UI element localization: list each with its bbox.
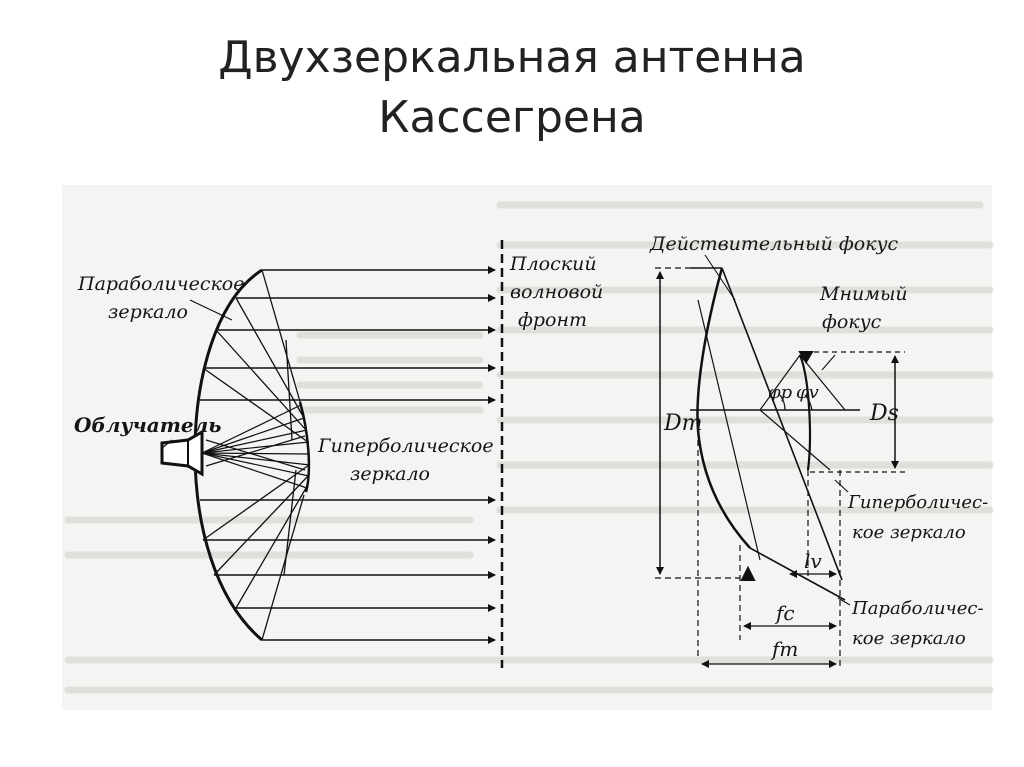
parabolic-label-1: Параболичес-: [851, 598, 984, 619]
feed-rays: [201, 404, 311, 489]
hyperbolic-mirror-label-1: Гиперболическое: [317, 435, 494, 457]
hyperbolic-label-2: кое зеркало: [852, 522, 966, 543]
feed-label: Облучатель: [74, 413, 221, 437]
virtual-focus-label-2: фокус: [822, 311, 882, 333]
hyperbolic-label-1: Гиперболичес-: [847, 492, 988, 513]
parallel-rays: [200, 266, 496, 644]
right-parabolic-mirror: [696, 267, 751, 549]
ds-label: Ds: [869, 401, 899, 426]
dm-label: Dm: [663, 411, 703, 436]
parabolic-label-2: кое зеркало: [852, 628, 966, 649]
feed-horn: [160, 429, 204, 477]
right-diagram: [655, 254, 905, 670]
fc-label: fc: [774, 601, 795, 625]
plane-wave-label-1: Плоский: [509, 253, 597, 275]
fm-label: fm: [770, 637, 798, 661]
real-focus-label: Действительный фокус: [649, 233, 899, 255]
left-diagram: [160, 240, 504, 668]
title-line-1: Двухзеркальная антенна: [218, 32, 806, 83]
hyperbolic-mirror-label-2: зеркало: [350, 463, 430, 485]
plane-wave-label-2: волновой: [510, 281, 603, 303]
title-line-2: Кассегрена: [378, 92, 646, 143]
slide-title: Двухзеркальная антенна Кассегрена: [0, 28, 1024, 148]
plane-wave-label-3: фронт: [518, 309, 587, 331]
lv-label: lv: [804, 549, 822, 573]
parabolic-mirror-label-1: Параболическое: [77, 273, 245, 295]
reflected-rays: [202, 269, 310, 641]
left-labels: Параболическое зеркало Плоский волновой …: [74, 253, 603, 485]
phi-v-label: φv: [796, 382, 819, 403]
virtual-focus-label-1: Мнимый: [819, 283, 908, 305]
right-labels: Действительный фокус Мнимый фокус Dm Ds …: [649, 233, 988, 661]
hyperbolic-subreflector: [298, 401, 311, 493]
parabolic-mirror-label-2: зеркало: [108, 301, 188, 323]
phi-p-label: φp: [768, 382, 793, 403]
right-hyperbolic-mirror: [798, 354, 811, 471]
